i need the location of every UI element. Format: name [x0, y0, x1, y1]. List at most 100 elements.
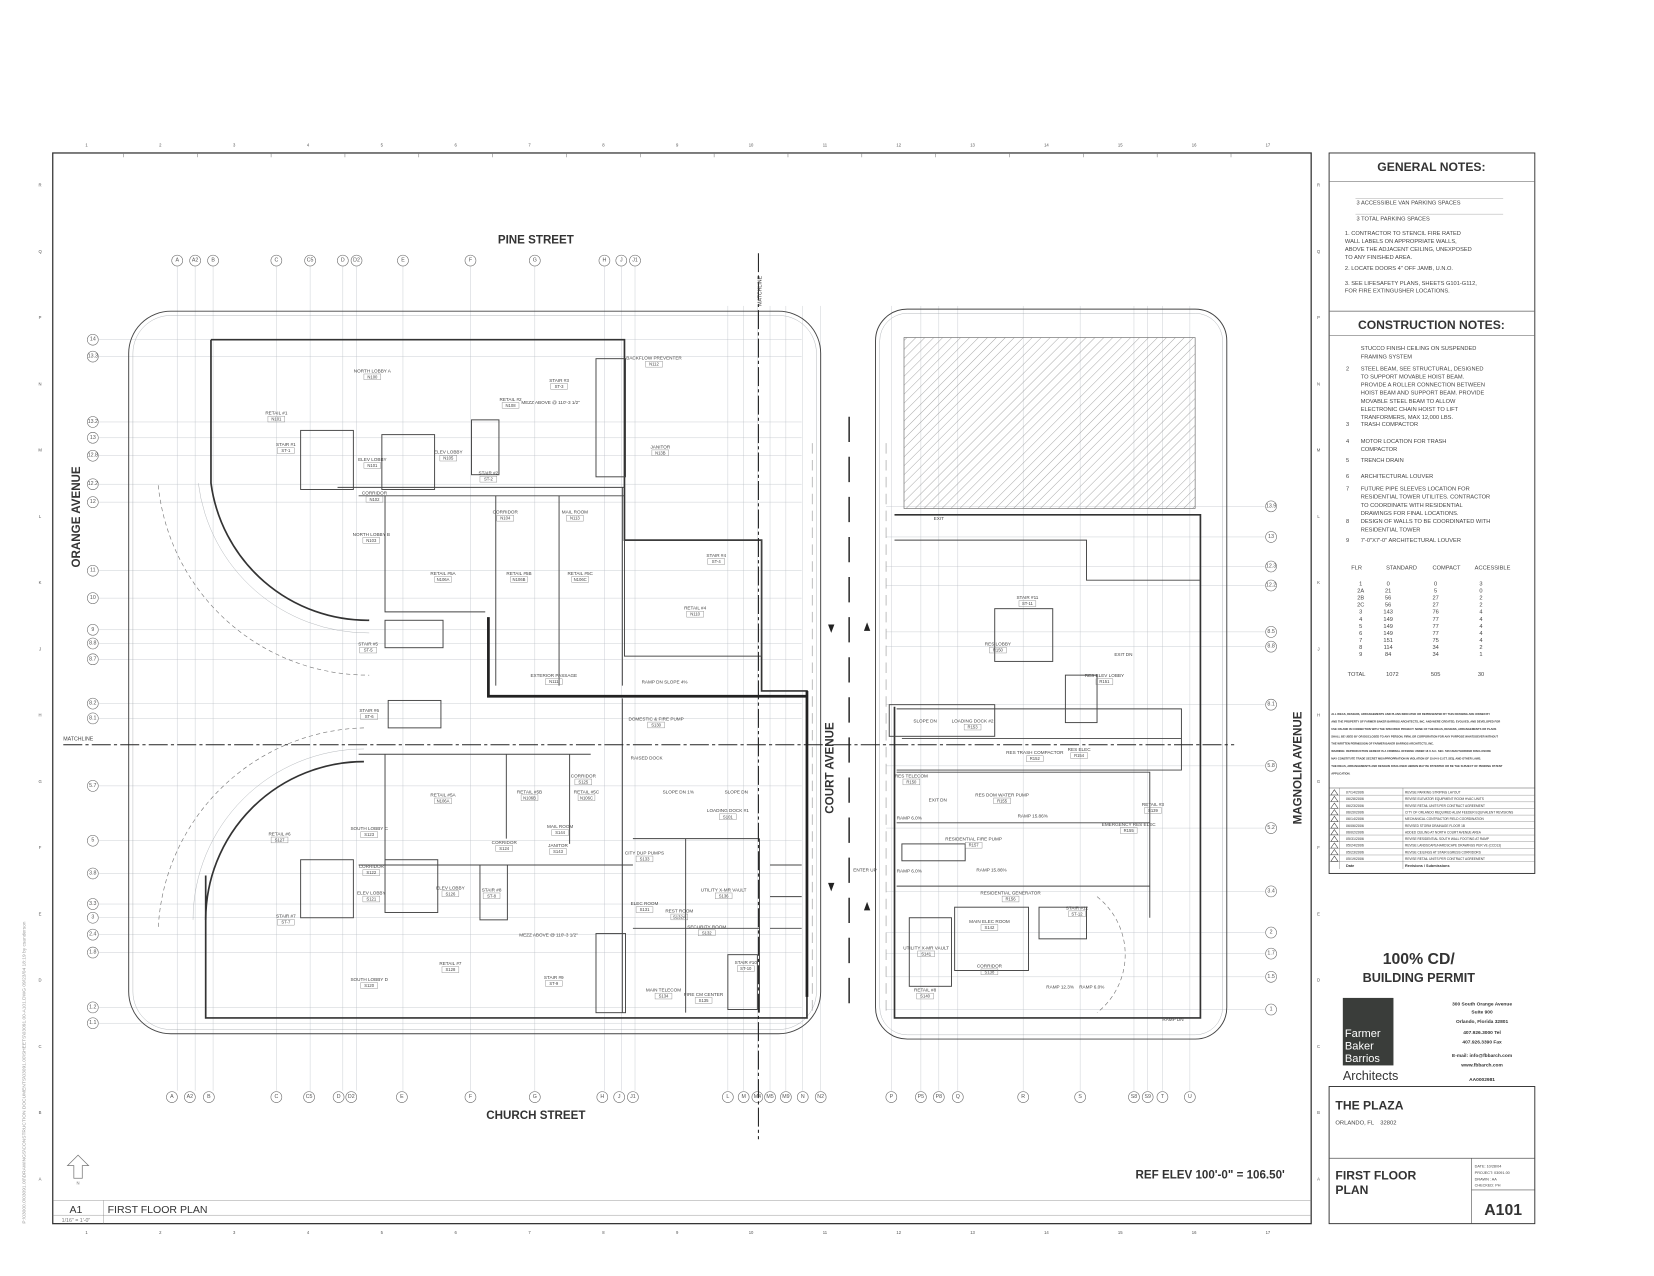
room-name: STAIR #2: [479, 471, 499, 476]
room-name: STAIR #4: [706, 553, 726, 558]
grid-marker-bottom: Q: [952, 1091, 964, 1103]
sheet-column-number: 14: [1044, 1230, 1049, 1235]
grid-bubble-icon: [615, 254, 628, 267]
room-label: RAISED DOCK: [631, 756, 664, 761]
drawing-scale: 1/16" = 1'-0": [62, 1218, 91, 1224]
grid-bubble-icon: [87, 928, 99, 941]
sheet-row-letter: M: [1317, 448, 1321, 453]
sheet-column-number: 8: [602, 143, 605, 148]
sheet-row-letter: Q: [1317, 249, 1321, 254]
room-number: ST-11: [1022, 601, 1034, 606]
address-line: E-mail: info@fbbarch.com: [1452, 1053, 1512, 1059]
revision-delta-icon: [1330, 855, 1339, 862]
parking-table-header: ACCESSIBLE: [1475, 566, 1511, 572]
grid-bubble-icon: [629, 254, 641, 267]
room-number: S132: [702, 930, 712, 935]
room-tag: [635, 906, 654, 913]
room-name: EXTERIOR PASSAGE: [530, 673, 577, 678]
sheet-column-number: 17: [1266, 1230, 1271, 1235]
revision-header-date: Date: [1346, 864, 1354, 868]
street-label-church: CHURCH STREET: [486, 1109, 585, 1122]
grid-label: Q: [956, 1094, 960, 1100]
grid-label: 5: [91, 838, 94, 844]
grid-marker-left: 1.1: [87, 1017, 99, 1029]
room-name: RETAIL #2: [499, 397, 522, 402]
sheet-column-number: 10: [749, 1230, 754, 1235]
grid-label: S8: [1131, 1094, 1138, 1100]
room-tag: [1144, 807, 1162, 814]
parking-table-header: STANDARD: [1386, 566, 1417, 572]
sheet-column-number: 4: [307, 143, 310, 148]
grid-bubble-icon: [751, 1091, 764, 1103]
room-name: CORRIDOR: [359, 864, 385, 869]
grid-bubble-icon: [737, 1091, 750, 1103]
sheet-row-letter: D: [39, 978, 42, 983]
grid-marker-left: 14: [87, 333, 99, 346]
grid-bubble-icon: [529, 254, 541, 267]
room-name: RETAIL #5C: [567, 571, 593, 576]
revision-delta-icon: [1330, 835, 1339, 842]
address-line: Orlando, Florida 32801: [1456, 1019, 1509, 1025]
room-label: SLOPE DN: [725, 789, 748, 794]
room-name: EXIT DN: [1114, 652, 1132, 657]
grid-bubble-icon: [1265, 500, 1277, 513]
grid-label: N2: [817, 1094, 824, 1100]
room-tag: [654, 992, 673, 1000]
grid-marker-left: 1.2: [87, 1001, 99, 1014]
room-number: ST-12: [1071, 911, 1083, 916]
sheet-column-number: 10: [749, 143, 754, 148]
note-number: 9: [1346, 538, 1349, 544]
grid-bubble-icon: [171, 254, 183, 267]
room-number: N105: [443, 456, 454, 461]
grid-label: S: [1078, 1094, 1082, 1100]
room-name: ELEC ROOM: [631, 901, 659, 906]
note-text: TRENCH DRAIN: [1361, 458, 1404, 464]
grid-marker-left: 12.8: [87, 449, 99, 462]
room-number: ST-5: [364, 648, 374, 653]
room-tag: [496, 515, 514, 522]
room-name: MAIN TELECOM: [646, 988, 681, 993]
sheet-column-number: 6: [455, 143, 458, 148]
grid-bubble-icon: [1265, 579, 1277, 592]
room-number: S122: [366, 870, 376, 875]
room-number: ST-7: [281, 920, 291, 925]
grid-bubble-icon: [304, 254, 316, 267]
grid-marker-top: A: [171, 254, 183, 267]
parking-table-cell: 21: [1385, 589, 1391, 595]
room-name: REST ROOM: [665, 908, 693, 913]
grid-label: A2: [192, 258, 199, 264]
grid-label: 5.7: [89, 783, 96, 789]
grid-bubble-icon: [87, 564, 99, 577]
room-name: MAIN ELEC ROOM: [969, 919, 1010, 924]
grid-label: 1.8: [89, 950, 96, 956]
grid-bubble-icon: [87, 624, 99, 636]
grid-marker-right: 1.5: [1265, 971, 1277, 983]
sheet-row-letter: R: [1317, 183, 1320, 188]
sheet-column-number: 9: [676, 1230, 679, 1235]
note-text: RESIDENTIAL TOWER UTILITES. CONTRACTOR: [1361, 495, 1490, 501]
disclaimer-line: THE IDEAS, ARRANGEMENTS AND DESIGNS DISC…: [1331, 764, 1503, 768]
project-title-block: THE PLAZA ORLANDO, FL 32802 FIRST FLOOR …: [1328, 1086, 1536, 1225]
grid-marker-right: 5.8: [1265, 760, 1277, 772]
grid-label: A2: [187, 1094, 194, 1100]
sheet-column-number: 1: [85, 1230, 88, 1235]
grid-bubble-icon: [464, 254, 477, 267]
grid-label: 8.1: [1267, 702, 1274, 708]
grid-bubble-icon: [598, 254, 611, 267]
grid-bubble-icon: [87, 712, 99, 725]
room-number: N106B: [523, 795, 536, 800]
room-name: CORRIDOR: [571, 773, 597, 778]
grid-marker-right: 13: [1265, 531, 1277, 543]
room-name: RETAIL #6: [268, 831, 291, 836]
parking-table-cell: 27: [1432, 603, 1438, 609]
note-number: 3: [1346, 422, 1349, 428]
revision-description: REVISE RETAIL UNITS PER CONTRACT AGREEME…: [1405, 857, 1485, 861]
